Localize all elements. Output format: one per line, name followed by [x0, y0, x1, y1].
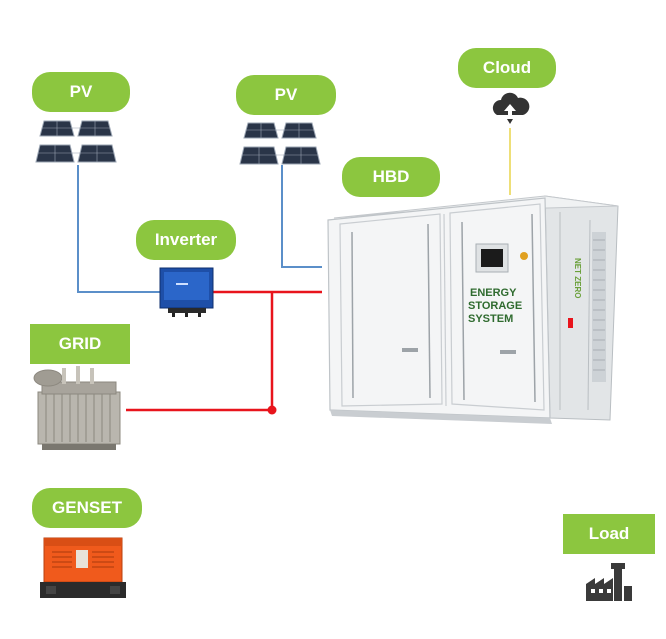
- cloud-label: Cloud: [458, 48, 556, 88]
- inverter-label: Inverter: [136, 220, 236, 260]
- brand-label: NET ZERO: [573, 258, 582, 298]
- solar-panel-icon: [239, 122, 321, 165]
- junction-dot: [267, 405, 277, 415]
- transformer-icon: [33, 366, 121, 450]
- pv-left-label: PV: [32, 72, 130, 112]
- hbd-label: HBD: [342, 157, 440, 197]
- load-label: Load: [563, 514, 655, 554]
- ess-text-line3: SYSTEM: [468, 313, 513, 325]
- dc-line-pv-left: [77, 165, 160, 293]
- grid-label: GRID: [30, 324, 130, 364]
- genset-label: GENSET: [32, 488, 142, 528]
- energy-storage-container: NET ZERO ENERGY STORAGE SYSTEM: [327, 195, 619, 424]
- ess-text-line1: ENERGY: [470, 287, 517, 299]
- ac-line: [126, 290, 322, 415]
- ess-text-line2: STORAGE: [468, 300, 522, 312]
- factory-icon: [586, 563, 632, 601]
- solar-panel-icon: [35, 120, 117, 163]
- dc-line-pv-right: [281, 165, 322, 268]
- pv-right-label: PV: [236, 75, 336, 115]
- cloud-upload-icon: [492, 92, 530, 124]
- inverter-icon: [159, 267, 214, 317]
- generator-icon: [40, 537, 126, 598]
